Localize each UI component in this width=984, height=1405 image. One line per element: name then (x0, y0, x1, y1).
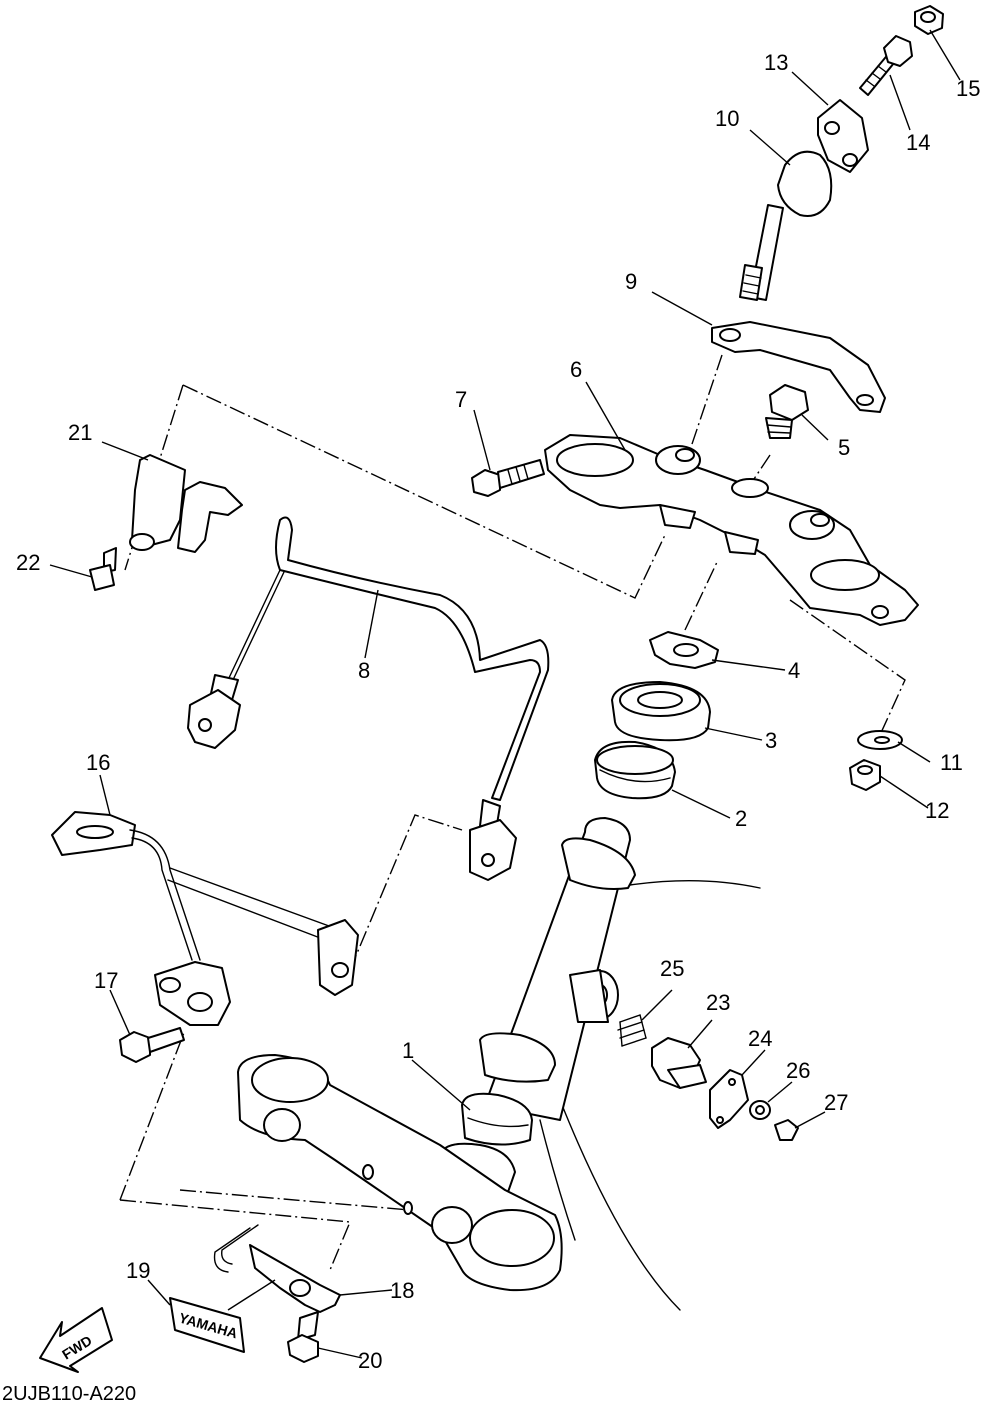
callout-3: 3 (765, 728, 777, 753)
diagram-code: 2UJB110-A220 (2, 1383, 136, 1405)
callout-1: 1 (402, 1038, 414, 1063)
callout-13: 13 (764, 50, 788, 75)
callout-12: 12 (925, 798, 949, 823)
callout-5: 5 (838, 435, 850, 460)
screw-part-22 (89, 547, 117, 591)
callout-22: 22 (16, 550, 40, 575)
callout-6: 6 (570, 357, 582, 382)
callout-4: 4 (788, 658, 800, 683)
callout-18: 18 (390, 1278, 414, 1303)
callout-numbers: 1 2 3 4 5 6 7 8 9 10 11 12 13 14 15 16 1… (16, 50, 980, 1373)
callout-8: 8 (358, 658, 370, 683)
bearing-cover-part-3 (611, 681, 711, 742)
callout-24: 24 (748, 1026, 772, 1051)
spring-part-25 (617, 1014, 647, 1047)
screw-part-27 (774, 1119, 799, 1141)
callout-14: 14 (906, 130, 930, 155)
callout-7: 7 (455, 387, 467, 412)
callout-10: 10 (715, 106, 739, 131)
ball-race-part-2 (594, 740, 676, 800)
callout-11: 11 (940, 750, 963, 775)
callout-26: 26 (786, 1058, 810, 1083)
steering-stem-part-1 (237, 817, 636, 1292)
cable-part-8 (187, 516, 550, 881)
stay-bracket-part-16 (51, 811, 359, 1026)
lock-washer-part-4 (649, 631, 719, 669)
callout-19: 19 (126, 1258, 150, 1283)
callout-15: 15 (956, 76, 980, 101)
callout-21: 21 (68, 420, 92, 445)
callout-23: 23 (706, 990, 730, 1015)
leader-lines (49, 29, 961, 1359)
callout-9: 9 (625, 269, 637, 294)
bolt-part-20 (287, 1311, 319, 1363)
callout-16: 16 (86, 750, 110, 775)
nut-part-15 (914, 5, 944, 35)
handlebar-post-part-10 (739, 150, 833, 301)
callout-2: 2 (735, 806, 747, 831)
bolt-part-5 (765, 384, 809, 439)
callout-17: 17 (94, 968, 118, 993)
callout-27: 27 (824, 1090, 848, 1115)
bolt-part-14 (859, 35, 913, 96)
callout-25: 25 (660, 956, 684, 981)
frame-outline (539, 879, 761, 1311)
washer-part-11 (857, 730, 903, 750)
handlebar-holder-part-13 (817, 99, 869, 173)
cable-holder-part-21 (129, 454, 243, 553)
bolt-part-7 (471, 459, 545, 497)
nut-part-12 (849, 759, 881, 791)
callout-20: 20 (358, 1348, 382, 1373)
bracket-part-18 (213, 1224, 341, 1313)
bolt-part-17 (119, 1027, 185, 1063)
lock-part-23 (651, 1037, 707, 1089)
upper-bracket-part-6 (544, 434, 919, 626)
washer-part-26 (749, 1100, 771, 1120)
cover-plate-part-24 (709, 1069, 749, 1129)
fwd-arrow-icon: FWD (39, 1307, 113, 1373)
bracket-plate-part-9 (711, 321, 886, 413)
